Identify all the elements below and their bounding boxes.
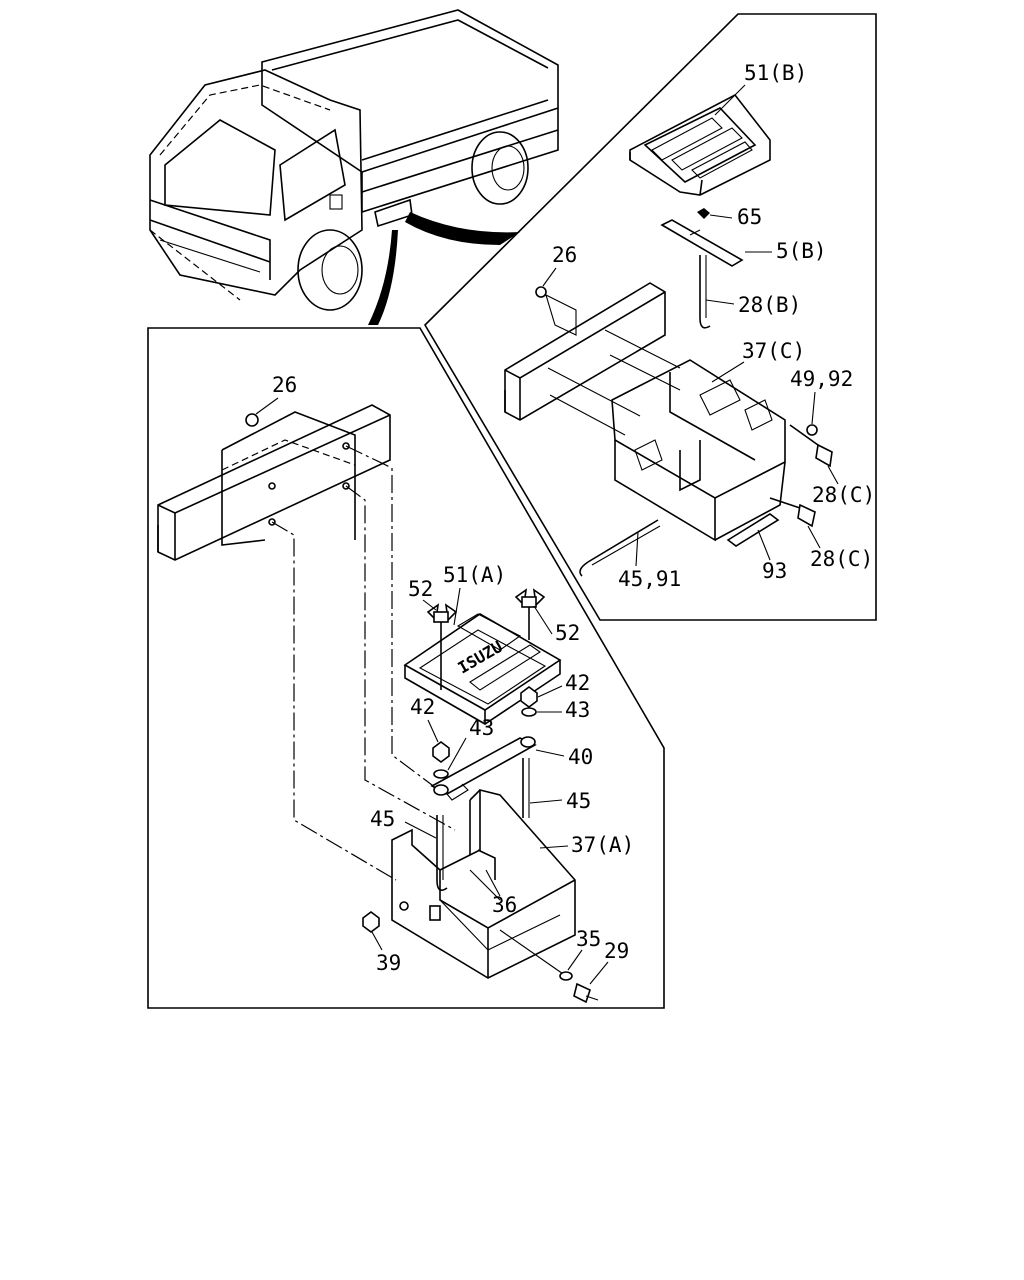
callout-43-right: 43	[565, 698, 590, 722]
bottom-callouts: 26 51(A) 52 52 42 43 42 43 40 45 45 37(A…	[255, 373, 634, 985]
pad-93	[726, 513, 780, 547]
hold-down-bar-b	[660, 219, 744, 267]
callout-28c-1: 28(C)	[812, 483, 875, 507]
battery-holder-type-c	[504, 93, 833, 577]
washer-43-right	[521, 707, 537, 717]
callout-26-bottom: 26	[272, 373, 297, 397]
callout-42-right: 42	[565, 671, 590, 695]
callout-51a: 51(A)	[443, 563, 506, 587]
wing-nut-52-left	[426, 603, 458, 690]
cover-logo-text: ISUZU	[455, 637, 506, 678]
nut-42-left	[432, 741, 450, 763]
callout-28b: 28(B)	[738, 293, 801, 317]
inset-frame-top	[423, 13, 877, 621]
callout-45-right: 45	[566, 789, 591, 813]
callout-51b: 51(B)	[744, 61, 807, 85]
nut-39	[362, 911, 380, 933]
callout-28c-2: 28(C)	[810, 547, 873, 571]
callout-36: 36	[492, 893, 517, 917]
bolt-28c-upper	[815, 443, 833, 468]
callout-52-left: 52	[408, 577, 433, 601]
j-bolt-45-left	[436, 815, 448, 891]
battery-holder-type-a: ISUZU	[157, 404, 599, 1004]
callout-43-left: 43	[469, 716, 494, 740]
callout-45-left: 45	[370, 807, 395, 831]
callout-26-top: 26	[552, 243, 577, 267]
washer-43-left	[433, 769, 449, 779]
battery-cover-b-part	[629, 93, 771, 196]
nut-65	[697, 208, 710, 219]
frame-rail-top	[504, 282, 666, 421]
j-bolt-28b	[699, 255, 711, 329]
top-callouts: 51(B) 65 5(B) 26 28(B) 37(C) 49,92 28(C)…	[542, 61, 875, 591]
callout-39: 39	[376, 951, 401, 975]
callout-29: 29	[604, 939, 629, 963]
callout-37a: 37(A)	[571, 833, 634, 857]
wing-nut-52-right	[514, 588, 546, 640]
callout-42-left: 42	[410, 695, 435, 719]
callout-93: 93	[762, 559, 787, 583]
truck-illustration	[149, 9, 559, 325]
callout-49-92: 49,92	[790, 367, 853, 391]
bolt-28c-lower	[797, 503, 816, 528]
callout-65: 65	[737, 205, 762, 229]
inset-frame-bottom	[147, 327, 665, 1009]
nut-49-92	[806, 424, 818, 436]
callout-45-91: 45,91	[618, 567, 681, 591]
callout-5b: 5(B)	[776, 239, 827, 263]
rod-45-91	[587, 519, 659, 563]
bolt-29	[573, 982, 591, 1004]
callout-35: 35	[576, 927, 601, 951]
nut-26-top	[535, 286, 547, 298]
callout-37c: 37(C)	[742, 339, 805, 363]
nut-42-right	[520, 686, 538, 708]
nut-26-bottom	[245, 413, 259, 427]
battery-tray-37a	[391, 788, 576, 979]
washer-35	[559, 971, 573, 981]
clip	[429, 905, 441, 921]
callout-52-right: 52	[555, 621, 580, 645]
callout-40: 40	[568, 745, 593, 769]
